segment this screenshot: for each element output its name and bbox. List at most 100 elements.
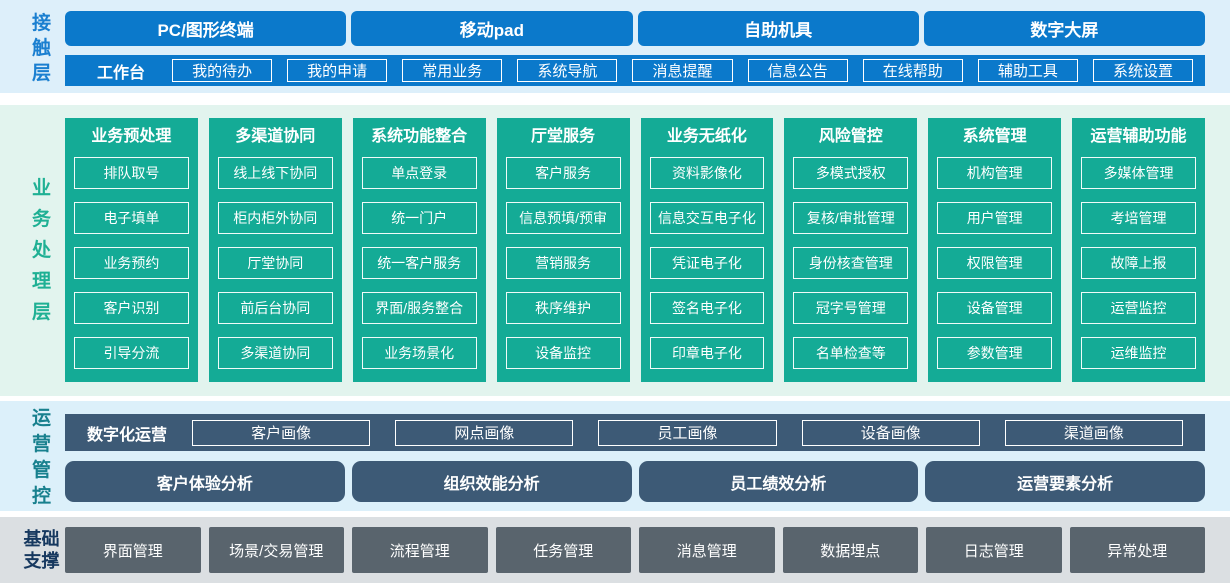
workbench-label: 工作台 — [97, 64, 146, 82]
profile-item: 渠道画像 — [1004, 419, 1184, 446]
business-item: 线上线下协同 — [217, 157, 333, 189]
business-item: 营销服务 — [505, 247, 621, 279]
business-item: 柜内柜外协同 — [217, 202, 333, 234]
analysis-row: 客户体验分析组织效能分析员工绩效分析运营要素分析 — [65, 461, 1205, 502]
workbench-item: 系统导航 — [517, 59, 618, 82]
business-item: 故障上报 — [1081, 247, 1196, 279]
business-column: 业务预处理 排队取号电子填单业务预约客户识别引导分流 — [65, 118, 198, 382]
analysis-item: 客户体验分析 — [65, 461, 345, 502]
business-column-title: 业务无纸化 — [666, 128, 747, 145]
business-item: 界面/服务整合 — [361, 292, 477, 324]
business-item: 凭证电子化 — [649, 247, 765, 279]
business-item: 运营监控 — [1081, 292, 1196, 324]
business-item: 多媒体管理 — [1081, 157, 1196, 189]
profile-item: 客户画像 — [192, 419, 371, 446]
operations-layer-content: 数字化运营 客户画像网点画像员工画像设备画像渠道画像 客户体验分析组织效能分析员… — [65, 414, 1205, 502]
terminal-button: PC/图形终端 — [65, 11, 347, 46]
business-item: 设备管理 — [937, 292, 1053, 324]
business-column-items: 多媒体管理考培管理故障上报运营监控运维监控 — [1081, 157, 1196, 369]
business-item: 复核/审批管理 — [793, 202, 909, 234]
profile-item: 设备画像 — [801, 419, 980, 446]
business-column-title: 系统管理 — [962, 128, 1027, 145]
workbench-item: 消息提醒 — [632, 59, 733, 82]
business-column: 业务无纸化 资料影像化信息交互电子化凭证电子化签名电子化印章电子化 — [640, 118, 774, 382]
business-column-items: 线上线下协同柜内柜外协同厅堂协同前后台协同多渠道协同 — [217, 157, 333, 369]
business-column-title: 运营辅助功能 — [1090, 128, 1187, 145]
business-column-title: 多渠道协同 — [235, 128, 316, 145]
analysis-item: 员工绩效分析 — [638, 461, 919, 502]
digital-ops-items: 客户画像网点画像员工画像设备画像渠道画像 — [192, 419, 1184, 446]
business-item: 运维监控 — [1081, 337, 1196, 369]
business-column-items: 机构管理用户管理权限管理设备管理参数管理 — [937, 157, 1053, 369]
foundation-layer-label: 基础支撑 — [23, 529, 60, 571]
business-item: 考培管理 — [1081, 202, 1196, 234]
business-item: 引导分流 — [74, 337, 189, 369]
business-item: 排队取号 — [74, 157, 189, 189]
business-item: 业务场景化 — [361, 337, 477, 369]
business-item: 客户识别 — [74, 292, 189, 324]
foundation-item: 场景/交易管理 — [208, 527, 344, 573]
business-item: 身份核查管理 — [793, 247, 909, 279]
workbench-item: 我的申请 — [287, 59, 388, 82]
business-item: 电子填单 — [74, 202, 189, 234]
business-item: 用户管理 — [937, 202, 1053, 234]
business-column-title: 系统功能整合 — [371, 128, 468, 145]
foundation-item: 界面管理 — [65, 527, 201, 573]
business-item: 名单检查等 — [793, 337, 909, 369]
business-item: 前后台协同 — [217, 292, 333, 324]
foundation-item: 流程管理 — [352, 527, 488, 573]
business-column-items: 客户服务信息预填/预审营销服务秩序维护设备监控 — [505, 157, 621, 369]
terminal-button: 数字大屏 — [923, 11, 1205, 46]
business-item: 设备监控 — [505, 337, 621, 369]
business-column: 系统功能整合 单点登录统一门户统一客户服务界面/服务整合业务场景化 — [352, 118, 486, 382]
business-layer-section: 业务处理层 业务预处理 排队取号电子填单业务预约客户识别引导分流 多渠道协同 线… — [0, 105, 1230, 396]
business-layer-content: 业务预处理 排队取号电子填单业务预约客户识别引导分流 多渠道协同 线上线下协同柜… — [65, 118, 1205, 382]
workbench-bar: 工作台 我的待办我的申请常用业务系统导航消息提醒信息公告在线帮助辅助工具系统设置 — [65, 55, 1205, 86]
business-column-items: 单点登录统一门户统一客户服务界面/服务整合业务场景化 — [361, 157, 477, 369]
business-item: 统一门户 — [361, 202, 477, 234]
foundation-item: 日志管理 — [926, 527, 1062, 573]
business-item: 统一客户服务 — [361, 247, 477, 279]
business-item: 权限管理 — [937, 247, 1053, 279]
workbench-item: 系统设置 — [1092, 59, 1193, 82]
business-column: 系统管理 机构管理用户管理权限管理设备管理参数管理 — [928, 118, 1062, 382]
business-item: 厅堂协同 — [217, 247, 333, 279]
terminal-button: 移动pad — [351, 11, 633, 46]
business-item: 秩序维护 — [505, 292, 621, 324]
business-column: 运营辅助功能 多媒体管理考培管理故障上报运营监控运维监控 — [1072, 118, 1205, 382]
business-item: 印章电子化 — [649, 337, 765, 369]
business-column-title: 风险管控 — [818, 128, 883, 145]
workbench-item: 常用业务 — [402, 59, 503, 82]
analysis-item: 运营要素分析 — [925, 461, 1205, 502]
business-column-title: 业务预处理 — [91, 128, 172, 145]
profile-item: 员工画像 — [598, 419, 777, 446]
operations-layer-section: 运营管控 数字化运营 客户画像网点画像员工画像设备画像渠道画像 客户体验分析组织… — [0, 401, 1230, 511]
business-column-title: 厅堂服务 — [531, 128, 596, 145]
workbench-items: 我的待办我的申请常用业务系统导航消息提醒信息公告在线帮助辅助工具系统设置 — [172, 59, 1193, 82]
business-layer-label: 业务处理层 — [31, 177, 51, 323]
business-column: 多渠道协同 线上线下协同柜内柜外协同厅堂协同前后台协同多渠道协同 — [208, 118, 342, 382]
business-item: 多模式授权 — [793, 157, 909, 189]
business-column-items: 排队取号电子填单业务预约客户识别引导分流 — [74, 157, 189, 369]
business-column-items: 多模式授权复核/审批管理身份核查管理冠字号管理名单检查等 — [793, 157, 909, 369]
profile-item: 网点画像 — [395, 419, 574, 446]
business-column: 厅堂服务 客户服务信息预填/预审营销服务秩序维护设备监控 — [496, 118, 630, 382]
business-item: 多渠道协同 — [217, 337, 333, 369]
business-item: 签名电子化 — [649, 292, 765, 324]
business-item: 冠字号管理 — [793, 292, 909, 324]
analysis-item: 组织效能分析 — [351, 461, 632, 502]
terminal-button: 自助机具 — [637, 11, 919, 46]
business-column: 风险管控 多模式授权复核/审批管理身份核查管理冠字号管理名单检查等 — [784, 118, 918, 382]
workbench-item: 辅助工具 — [977, 59, 1078, 82]
foundation-layer-section: 基础支撑 界面管理场景/交易管理流程管理任务管理消息管理数据埋点日志管理异常处理 — [0, 517, 1230, 583]
digital-ops-label: 数字化运营 — [87, 426, 168, 444]
business-item: 单点登录 — [361, 157, 477, 189]
foundation-items: 界面管理场景/交易管理流程管理任务管理消息管理数据埋点日志管理异常处理 — [65, 527, 1205, 573]
digital-ops-bar: 数字化运营 客户画像网点画像员工画像设备画像渠道画像 — [65, 414, 1205, 451]
foundation-layer-content: 界面管理场景/交易管理流程管理任务管理消息管理数据埋点日志管理异常处理 — [65, 527, 1205, 573]
business-item: 信息交互电子化 — [649, 202, 765, 234]
business-item: 机构管理 — [937, 157, 1053, 189]
